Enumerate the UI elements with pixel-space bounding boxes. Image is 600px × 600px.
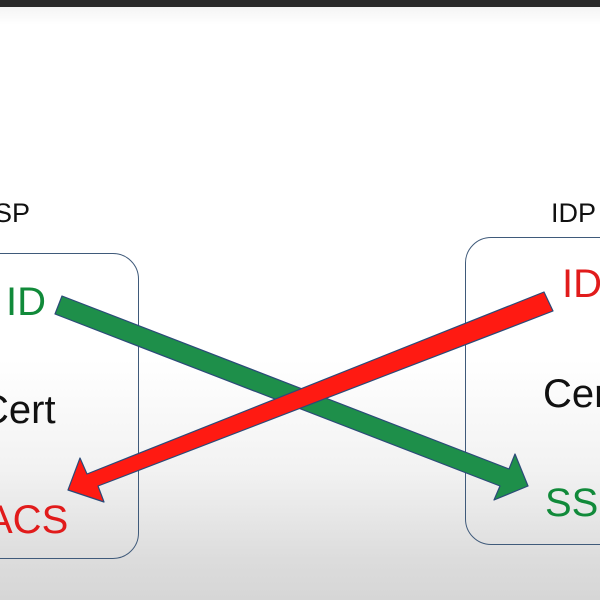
sp-label: SP — [0, 198, 31, 228]
idp-entity-id: ID — [562, 262, 600, 306]
sp-acs: ACS — [0, 498, 69, 542]
idp-cert: Cert — [543, 372, 600, 416]
red-arrow — [67, 291, 554, 503]
video-top-bar — [0, 0, 600, 7]
idp-box — [465, 237, 600, 545]
top-gradient — [0, 7, 600, 25]
idp-sso: SSO — [545, 481, 600, 525]
sp-entity-id: ID — [6, 280, 46, 324]
sp-cert: Cert — [0, 388, 56, 432]
sp-box — [0, 253, 139, 559]
idp-label: IDP — [551, 198, 597, 228]
